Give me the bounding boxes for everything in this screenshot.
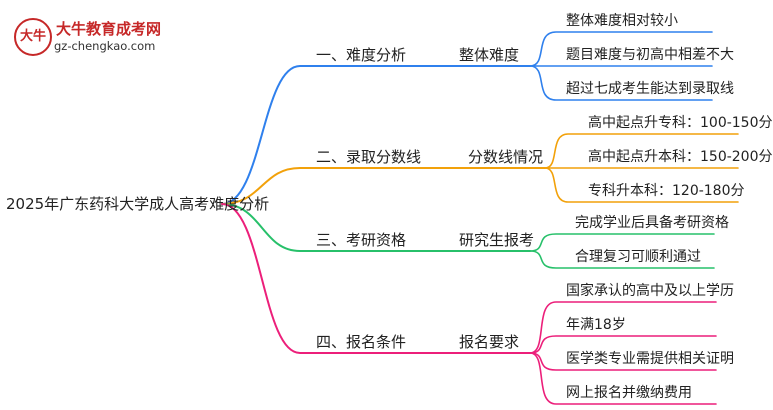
leaf-item: 网上报名并缴纳费用: [566, 385, 692, 401]
connector-line: [221, 167, 546, 205]
branch-difficulty: 一、难度分析: [316, 46, 407, 64]
logo-url: gz-chengkao.com: [54, 39, 156, 53]
connector-line: [529, 65, 713, 101]
branch-enrollment: 四、报名条件: [316, 333, 407, 351]
connector-line: [529, 250, 715, 269]
sub-postgrad-apply: 研究生报考: [459, 231, 535, 249]
connector-line: [221, 65, 531, 205]
leaf-item: 题目难度与初高中相差不大: [566, 47, 734, 63]
connector-line: [544, 133, 739, 169]
connector-line: [529, 352, 717, 405]
branch-score-line: 二、录取分数线: [316, 148, 422, 166]
connector-line: [221, 203, 531, 354]
connector-line: [529, 335, 717, 354]
leaf-item: 超过七成考生能达到录取线: [566, 81, 734, 97]
connector-line: [544, 167, 739, 203]
logo-badge-icon: 大牛: [14, 18, 52, 56]
sub-score-line-info: 分数线情况: [468, 148, 544, 166]
connector-line: [529, 301, 717, 354]
leaf-item: 完成学业后具备考研资格: [575, 215, 729, 231]
leaf-item: 医学类专业需提供相关证明: [566, 351, 734, 367]
sub-overall-difficulty: 整体难度: [459, 46, 520, 64]
sub-enrollment-req: 报名要求: [459, 333, 520, 351]
leaf-item: 年满18岁: [566, 317, 626, 333]
leaf-item: 国家承认的高中及以上学历: [566, 283, 734, 299]
root-topic: 2025年广东药科大学成人高考难度分析: [6, 195, 270, 213]
connector-line: [529, 233, 715, 252]
leaf-item: 合理复习可顺利通过: [575, 249, 701, 265]
leaf-item: 整体难度相对较小: [566, 13, 678, 29]
leaf-item: 高中起点升专科：100-150分: [588, 115, 773, 131]
leaf-item: 专科升本科：120-180分: [588, 183, 745, 199]
logo-title: 大牛教育成考网: [56, 20, 162, 38]
connector-line: [221, 203, 531, 252]
branch-postgrad: 三、考研资格: [316, 231, 407, 249]
connector-line: [529, 31, 713, 67]
mindmap-connectors: [221, 31, 739, 405]
leaf-item: 高中起点升本科：150-200分: [588, 149, 773, 165]
